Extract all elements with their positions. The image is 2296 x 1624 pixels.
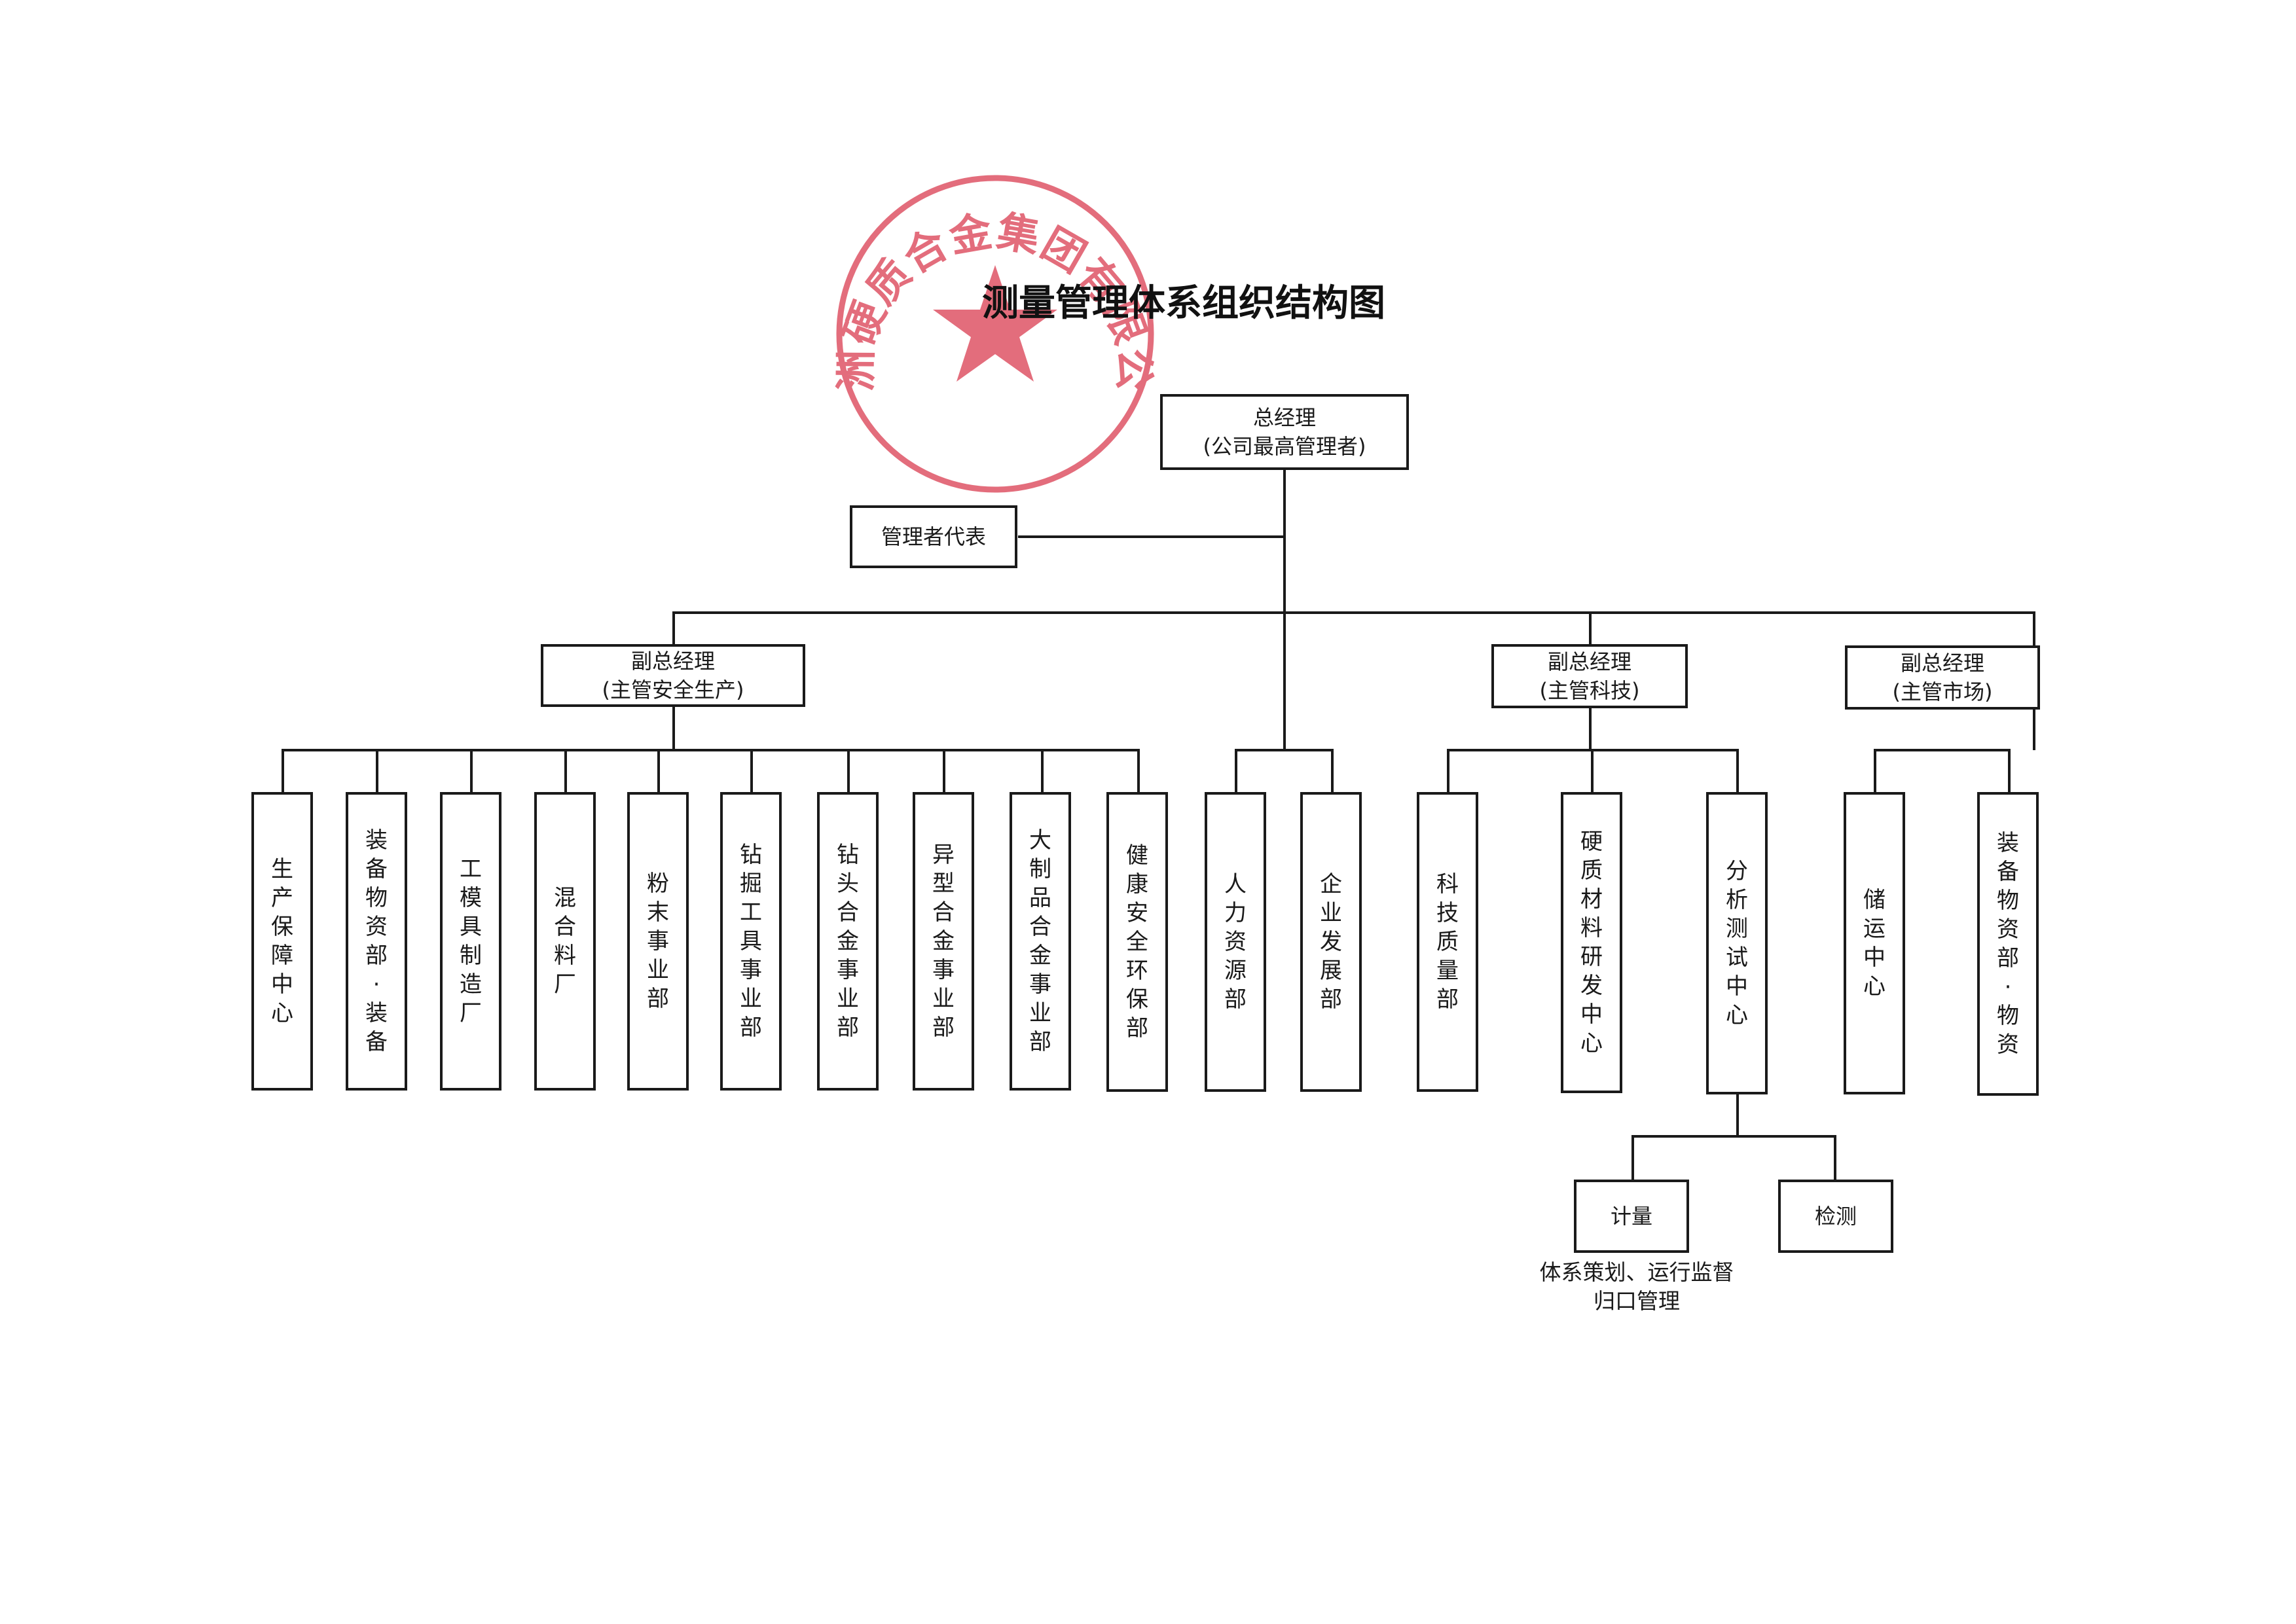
connector (470, 749, 473, 793)
vp-label: 副总经理 (1900, 651, 1984, 676)
connector (1235, 749, 1237, 793)
connector (847, 749, 850, 793)
ceo-box: 总经理 (公司最高管理者) (1160, 394, 1409, 470)
ceo-sub: (公司最高管理者) (1203, 434, 1366, 459)
dept-box: 装备物资部·物资 (1977, 792, 2039, 1096)
note-line: 归口管理 (1594, 1288, 1680, 1314)
connector (2033, 708, 2035, 750)
vp-box-safety: 副总经理 (主管安全生产) (541, 644, 805, 707)
subunit-metrology-box: 计量 (1574, 1180, 1689, 1253)
ceo-label: 总经理 (1252, 405, 1316, 430)
dept-label: 粉末事业部 (647, 871, 669, 1012)
dept-box: 装备物资部·装备 (346, 792, 407, 1091)
dept-box: 人力资源部 (1205, 792, 1266, 1092)
connector (672, 611, 675, 645)
connector (943, 749, 945, 793)
dept-label: 人力资源部 (1224, 871, 1247, 1013)
connector (1235, 749, 1334, 751)
dept-box: 科技质量部 (1417, 792, 1478, 1092)
dept-label: 储运中心 (1863, 887, 1886, 1000)
connector (2008, 749, 2011, 793)
dept-box: 企业发展部 (1300, 792, 1362, 1092)
connector (1736, 1093, 1739, 1136)
connector (1589, 611, 1592, 645)
subunit-label: 检测 (1814, 1204, 1857, 1229)
connector (282, 749, 284, 793)
connector (282, 749, 1140, 751)
vp-sub: (主管安全生产) (602, 677, 744, 702)
dept-label: 钻掘工具事业部 (740, 842, 762, 1041)
vp-label: 副总经理 (630, 649, 715, 674)
dept-label: 混合料厂 (554, 885, 576, 998)
connector (1018, 535, 1285, 538)
note-line: 体系策划、运行监督 (1539, 1259, 1734, 1285)
connector (1589, 707, 1592, 750)
connector (1591, 749, 1594, 793)
dept-box: 硬质材料研发中心 (1561, 792, 1622, 1093)
connector (1283, 468, 1286, 614)
dept-label: 大制品合金事业部 (1029, 827, 1051, 1055)
dept-label: 工模具制造厂 (460, 856, 482, 1026)
vp-sub: (主管科技) (1539, 678, 1640, 703)
connector (1331, 749, 1334, 793)
connector (672, 706, 675, 750)
subunit-testing-box: 检测 (1778, 1180, 1893, 1253)
connector (1631, 1135, 1836, 1138)
connector (1631, 1135, 1634, 1181)
connector (1041, 749, 1044, 793)
connector (1736, 749, 1739, 793)
dept-box: 分析测试中心 (1706, 792, 1768, 1094)
dept-box: 储运中心 (1844, 792, 1905, 1094)
vp-sub: (主管市场) (1892, 679, 1993, 704)
connector (2033, 611, 2035, 647)
dept-box: 粉末事业部 (627, 792, 689, 1091)
dept-box: 健康安全环保部 (1106, 792, 1168, 1092)
metrology-note: 体系策划、运行监督 归口管理 (1480, 1258, 1794, 1316)
connector (1447, 749, 1449, 793)
subunit-label: 计量 (1610, 1204, 1652, 1229)
connector (376, 749, 378, 793)
vp-box-market: 副总经理 (主管市场) (1845, 645, 2040, 710)
dept-label: 异型合金事业部 (932, 842, 955, 1041)
connector (1874, 749, 1876, 793)
dept-box: 异型合金事业部 (913, 792, 974, 1091)
dept-label: 硬质材料研发中心 (1580, 829, 1603, 1056)
connector (672, 611, 2035, 614)
dept-label: 分析测试中心 (1726, 858, 1748, 1028)
connector (1874, 749, 2011, 751)
connector (750, 749, 753, 793)
connector (1137, 749, 1140, 793)
dept-label: 科技质量部 (1436, 871, 1459, 1013)
vp-box-tech: 副总经理 (主管科技) (1491, 644, 1688, 708)
connector (657, 749, 660, 793)
dept-label: 装备物资部·物资 (1997, 830, 2019, 1058)
dept-label: 企业发展部 (1320, 871, 1342, 1013)
dept-box: 混合料厂 (534, 792, 596, 1091)
dept-box: 钻掘工具事业部 (720, 792, 782, 1091)
dept-label: 装备物资部·装备 (365, 827, 388, 1055)
dept-box: 工模具制造厂 (440, 792, 501, 1091)
vp-label: 副总经理 (1547, 649, 1631, 674)
mgmt-rep-box: 管理者代表 (850, 505, 1017, 568)
dept-label: 生产保障中心 (271, 856, 293, 1026)
dept-box: 钻头合金事业部 (817, 792, 879, 1091)
connector (564, 749, 567, 793)
connector (1834, 1135, 1836, 1181)
dept-box: 大制品合金事业部 (1010, 792, 1071, 1091)
dept-label: 健康安全环保部 (1126, 842, 1148, 1041)
company-seal-icon: 株洲硬质合金集团有限公司 (812, 151, 1157, 493)
page-title: 测量管理体系组织结构图 (982, 281, 1385, 325)
dept-label: 钻头合金事业部 (837, 842, 859, 1041)
mgmt-rep-label: 管理者代表 (881, 524, 986, 549)
connector (1283, 611, 1286, 750)
dept-box: 生产保障中心 (251, 792, 313, 1091)
